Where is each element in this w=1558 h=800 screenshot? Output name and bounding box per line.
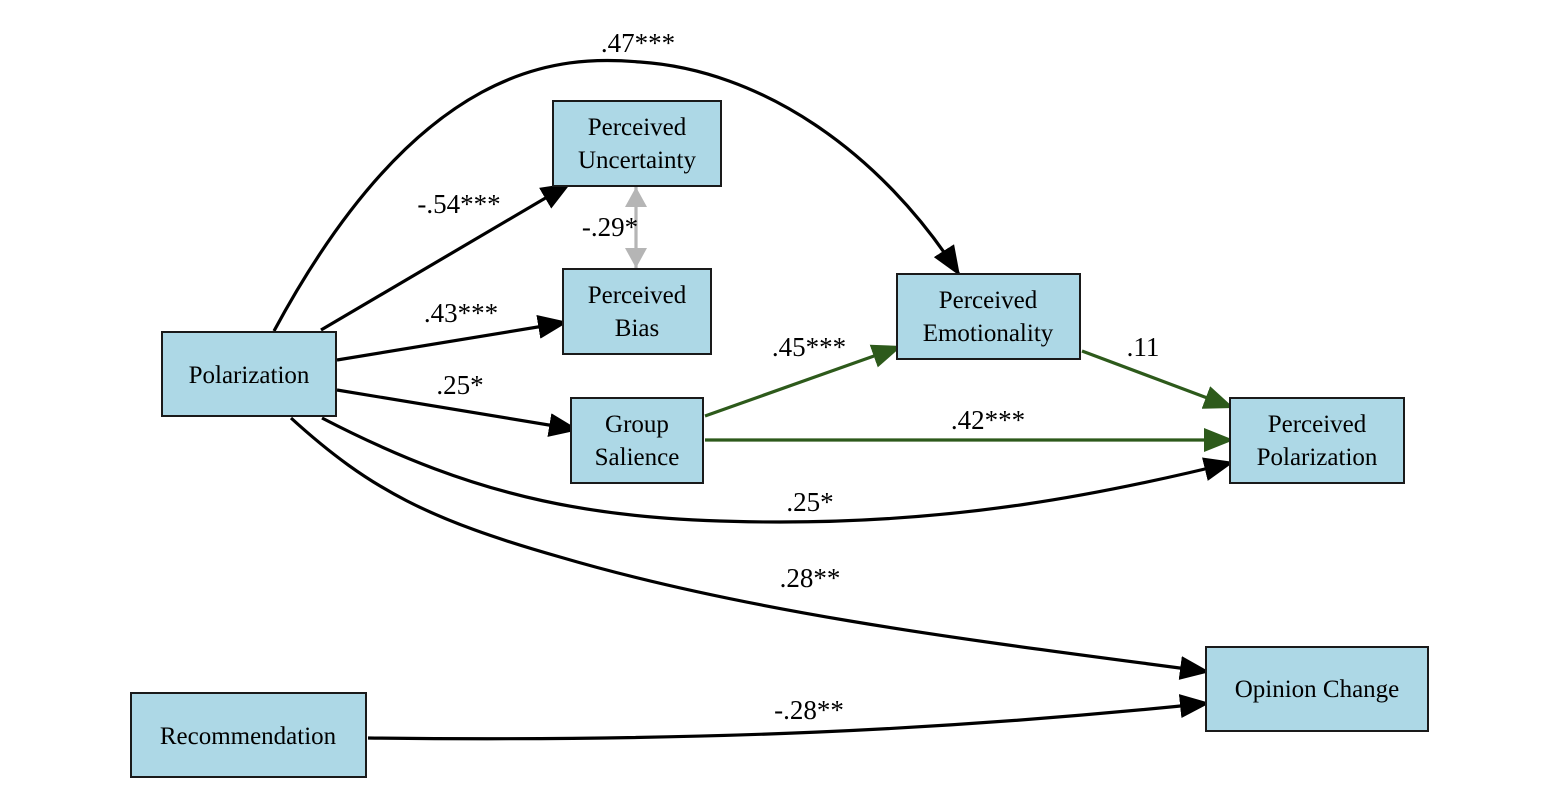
edge-recommendation-to-opinion-change [367, 694, 1211, 741]
node-label-recommendation: Recommendation [160, 723, 337, 750]
edge-polarization-to-perceived-polarization [321, 416, 1235, 524]
node-perceived-emotionality: Perceived Emotionality [896, 273, 1081, 360]
edge-label-pol-unc: -.54*** [417, 189, 500, 219]
edge-polarization-to-perceived-uncertainty [320, 181, 572, 332]
edge-label-unc-bias: -.29* [582, 212, 638, 242]
node-label-perceived-polarization-line1: Perceived [1268, 411, 1367, 438]
edge-label-pol-emo: .47*** [601, 28, 675, 58]
node-label-perceived-uncertainty-line1: Perceived [588, 114, 687, 141]
node-label-perceived-bias-line2: Bias [615, 315, 659, 342]
edge-perceived-emotionality-to-perceived-polarization [1081, 349, 1235, 410]
node-label-perceived-bias-line1: Perceived [588, 282, 687, 309]
edge-labels: .47*** -.54*** -.29* .43*** .25* .45*** … [417, 28, 1159, 725]
node-label-perceived-polarization-line2: Polarization [1257, 444, 1378, 471]
node-label-opinion-change: Opinion Change [1235, 676, 1400, 703]
edge-label-grp-ppol: .42*** [951, 405, 1025, 435]
node-label-perceived-uncertainty-line2: Uncertainty [578, 147, 697, 174]
edge-polarization-to-perceived-bias [336, 315, 569, 362]
edge-label-emo-ppol: .11 [1127, 332, 1160, 362]
edges [272, 58, 1235, 741]
edge-label-pol-op: .28** [780, 563, 841, 593]
node-label-perceived-emotionality-line2: Emotionality [923, 320, 1054, 347]
node-perceived-polarization: Perceived Polarization [1229, 397, 1405, 484]
node-perceived-uncertainty: Perceived Uncertainty [552, 100, 722, 187]
node-label-group-salience-line1: Group [605, 411, 669, 438]
node-group-salience: Group Salience [570, 397, 704, 484]
nodes: Polarization Recommendation Perceived Un… [130, 100, 1429, 778]
edge-label-pol-grp: .25* [436, 370, 483, 400]
edge-polarization-to-perceived-emotionality [272, 58, 962, 332]
node-label-group-salience-line2: Salience [595, 444, 680, 471]
node-opinion-change: Opinion Change [1205, 646, 1429, 732]
edge-label-rec-op: -.28** [774, 695, 844, 725]
edge-label-pol-bias: .43*** [424, 298, 498, 328]
edge-label-grp-emo: .45*** [772, 332, 846, 362]
node-label-perceived-emotionality-line1: Perceived [939, 287, 1038, 314]
node-polarization: Polarization [161, 331, 337, 417]
node-label-polarization: Polarization [189, 362, 310, 389]
edge-polarization-to-group-salience [336, 388, 580, 437]
node-perceived-bias: Perceived Bias [562, 268, 712, 355]
node-recommendation: Recommendation [130, 692, 367, 778]
edge-group-salience-to-perceived-emotionality [704, 344, 903, 418]
edge-label-pol-ppol: .25* [786, 487, 833, 517]
edge-polarization-to-opinion-change [289, 416, 1211, 680]
